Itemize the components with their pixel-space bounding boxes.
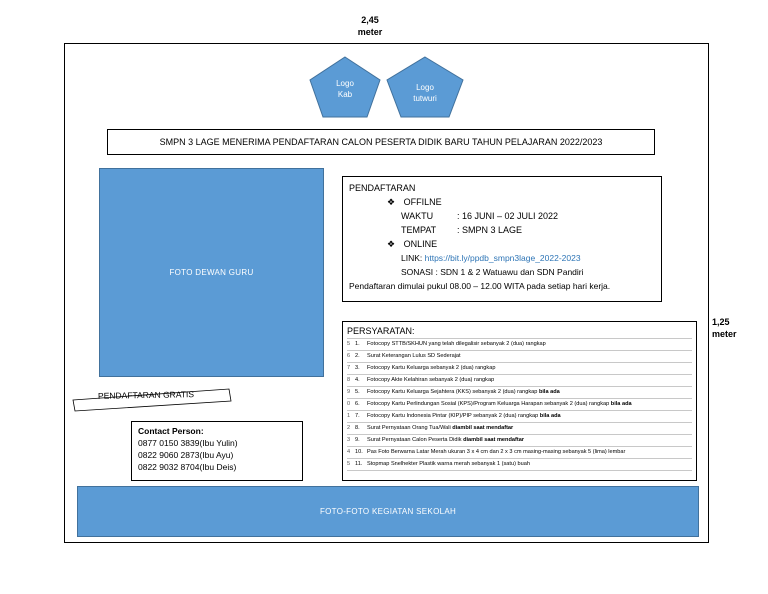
requirement-note: diambil saat mendaftar [452, 425, 514, 431]
requirement-text: Surat Pernyataan Orang Tua/Wali [367, 425, 453, 431]
requirement-text: Fotocopy Kartu Keluarga sebanyak 2 (dua)… [367, 365, 496, 371]
row-index: 9 [347, 389, 351, 395]
waktu-row: WAKTU : 16 JUNI – 02 JULI 2022 [349, 209, 655, 223]
width-dimension-label: 2,45 meter [345, 14, 395, 38]
row-index: 4 [347, 449, 351, 455]
photo-activities-label: FOTO-FOTO KEGIATAN SEKOLAH [319, 507, 457, 516]
row-index: 1 [347, 413, 351, 419]
contact-line: 0822 9032 8704(Ibu Deis) [138, 462, 237, 472]
requirement-text: Fotocopy Akte Kelahiran sebanyak 2 (dua)… [367, 377, 495, 383]
free-registration-banner: PENDAFTARAN GRATIS [72, 388, 232, 412]
row-index: 5 [347, 461, 351, 467]
requirements-heading: PERSYARATAN: [347, 326, 415, 336]
row-index: 0 [347, 401, 351, 407]
requirement-number: 10. [355, 449, 363, 455]
registration-heading: PENDAFTARAN [349, 183, 416, 193]
slanted-box-shape [72, 388, 232, 412]
photo-staff-placeholder: FOTO DEWAN GURU [99, 168, 324, 377]
requirement-number: 1. [355, 341, 360, 347]
requirement-text: Fotocopy Kartu Indonesia Pintar (KIP)/PI… [367, 413, 540, 419]
requirement-text: Stopmap Snelhekter Plastik warna merah s… [367, 461, 530, 467]
requirements-box: PERSYARATAN: 5 1. Fotocopy STTB/SKHUN yang… [342, 321, 697, 481]
pentagon-shape-icon [386, 56, 464, 118]
row-index: 2 [347, 425, 351, 431]
requirement-row: 1 7. Fotocopy Kartu Indonesia Pintar (KIP)… [347, 410, 692, 422]
requirements-list: 5 1. Fotocopy STTB/SKHUN yang telah dilega… [347, 338, 692, 471]
registration-box: PENDAFTARAN ❖ OFFILNE WAKTU : 16 JUNI – 0… [342, 176, 662, 302]
requirement-number: 5. [355, 389, 360, 395]
contact-line: 0822 9060 2873(Ibu Ayu) [138, 450, 234, 460]
hours-text: Pendaftaran dimulai pukul 08.00 – 12.00 … [349, 281, 611, 291]
row-index: 8 [347, 377, 351, 383]
requirement-row: 2 8. Surat Pernyataan Orang Tua/Wali diamb… [347, 422, 692, 434]
requirement-number: 8. [355, 425, 360, 431]
requirement-number: 2. [355, 353, 360, 359]
pentagon-shape-icon [309, 56, 381, 118]
requirement-text: Fotocopy STTB/SKHUN yang telah dilegalis… [367, 341, 546, 347]
requirement-note: bila ada [610, 401, 632, 407]
row-index: 5 [347, 341, 351, 347]
requirement-row: 9 5. Fotocopy Kartu Keluarga Sejahtera (KK… [347, 386, 692, 398]
requirement-number: 9. [355, 437, 360, 443]
tempat-label: TEMPAT [401, 225, 437, 235]
banner-frame [64, 43, 709, 543]
height-value: 1,25 [712, 317, 730, 327]
offline-label: OFFILNE [403, 197, 442, 207]
diamond-bullet-icon: ❖ [387, 239, 396, 249]
photo-staff-label: FOTO DEWAN GURU [169, 268, 254, 277]
requirement-number: 11. [355, 461, 363, 467]
photo-activities-placeholder: FOTO-FOTO KEGIATAN SEKOLAH [77, 486, 699, 537]
headline-box: SMPN 3 LAGE MENERIMA PENDAFTARAN CALON P… [107, 129, 655, 155]
offline-row: ❖ OFFILNE [349, 195, 655, 209]
row-index: 7 [347, 365, 351, 371]
tempat-row: TEMPAT : SMPN 3 LAGE [349, 223, 655, 237]
online-label: ONLINE [403, 239, 438, 249]
requirement-row: 4 10. Pas Foto Berwarna Latar Merah ukuran… [347, 446, 692, 458]
requirement-text: Pas Foto Berwarna Latar Merah ukuran 3 x… [367, 449, 626, 455]
requirement-number: 4. [355, 377, 360, 383]
diamond-bullet-icon: ❖ [387, 197, 396, 207]
requirement-row: 5 11. Stopmap Snelhekter Plastik warna mer… [347, 458, 692, 471]
requirement-row: 7 3. Fotocopy Kartu Keluarga sebanyak 2 (d… [347, 362, 692, 374]
requirement-row: 5 1. Fotocopy STTB/SKHUN yang telah dilega… [347, 338, 692, 350]
requirement-row: 6 2. Surat Keterangan Lulus SD Sederajat [347, 350, 692, 362]
width-unit: meter [357, 27, 383, 37]
requirement-row: 0 6. Fotocopy Kartu Perlindungan Sosial (K… [347, 398, 692, 410]
requirement-text: Surat Pernyataan Calon Peserta Didik [367, 437, 464, 443]
online-row: ❖ ONLINE [349, 237, 655, 251]
waktu-label: WAKTU [401, 211, 434, 221]
height-unit: meter [712, 329, 737, 339]
requirement-row: 8 4. Fotocopy Akte Kelahiran sebanyak 2 (d… [347, 374, 692, 386]
requirement-note: bila ada [539, 413, 561, 419]
tempat-value: : SMPN 3 LAGE [457, 225, 523, 235]
requirement-note: diambil saat mendaftar [463, 437, 525, 443]
link-row: LINK: https://bit.ly/ppdb_smpn3lage_2022… [349, 251, 655, 265]
requirement-number: 6. [355, 401, 360, 407]
requirement-note: bila ada [538, 389, 560, 395]
waktu-value: : 16 JUNI – 02 JULI 2022 [457, 211, 559, 221]
requirement-number: 3. [355, 365, 360, 371]
sonasi-text: SONASI : SDN 1 & 2 Watuawu dan SDN Pandi… [401, 267, 584, 277]
contact-line: 0877 0150 3839(Ibu Yulin) [138, 438, 238, 448]
free-registration-label: PENDAFTARAN GRATIS [97, 389, 195, 401]
row-index: 3 [347, 437, 351, 443]
registration-link[interactable]: https://bit.ly/ppdb_smpn3lage_2022-2023 [424, 253, 581, 263]
link-label: LINK: [401, 253, 425, 263]
requirement-number: 7. [355, 413, 360, 419]
requirement-text: Fotocopy Kartu Perlindungan Sosial (KPS)… [367, 401, 611, 407]
height-dimension-label: 1,25 meter [712, 316, 752, 340]
contact-person-box: Contact Person: 0877 0150 3839(Ibu Yulin… [131, 421, 303, 481]
width-value: 2,45 [361, 15, 379, 25]
contact-heading: Contact Person: [138, 426, 204, 436]
requirement-text: Fotocopy Kartu Keluarga Sejahtera (KKS) … [367, 389, 539, 395]
headline-text: SMPN 3 LAGE MENERIMA PENDAFTARAN CALON P… [159, 137, 603, 147]
requirement-text: Surat Keterangan Lulus SD Sederajat [367, 353, 461, 359]
row-index: 6 [347, 353, 351, 359]
